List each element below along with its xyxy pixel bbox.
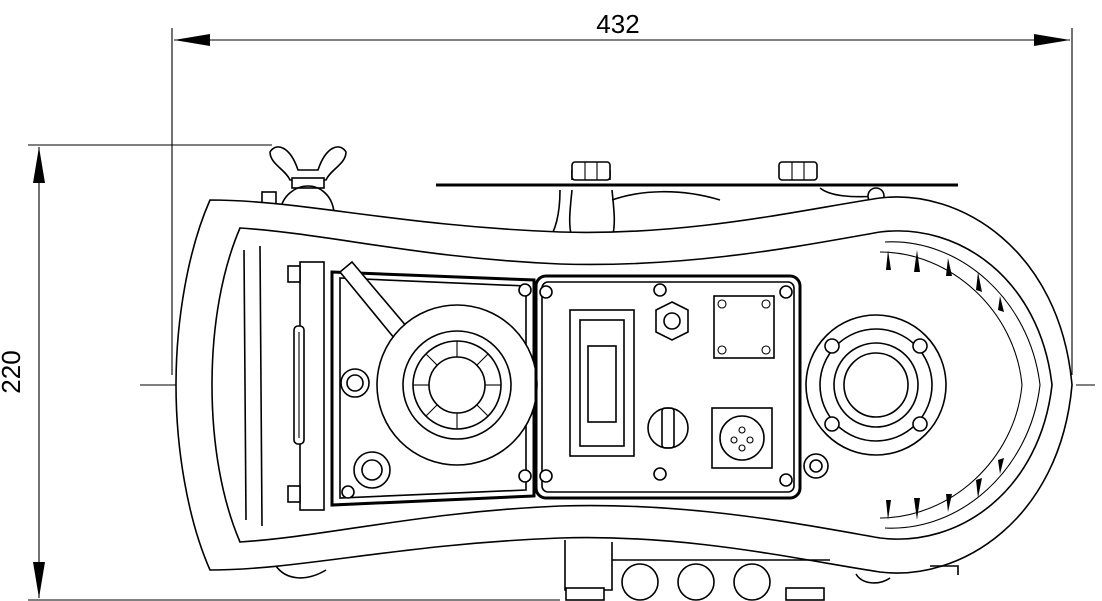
wing-nut	[261, 146, 347, 213]
grip-ridges	[886, 250, 1004, 520]
control-panel-screws	[539, 283, 793, 487]
height-dimension: 220	[0, 144, 560, 601]
height-dimension-label: 220	[0, 350, 26, 393]
width-dimension-label: 432	[596, 9, 639, 39]
bottom-assembly	[275, 540, 959, 601]
left-end-plate	[243, 245, 325, 527]
left-panel	[330, 260, 538, 507]
left-panel-screws	[341, 283, 532, 499]
right-flange	[805, 314, 947, 456]
control-panel	[534, 274, 829, 500]
ring-ribs	[413, 341, 501, 429]
width-dimension: 432	[171, 9, 1073, 375]
